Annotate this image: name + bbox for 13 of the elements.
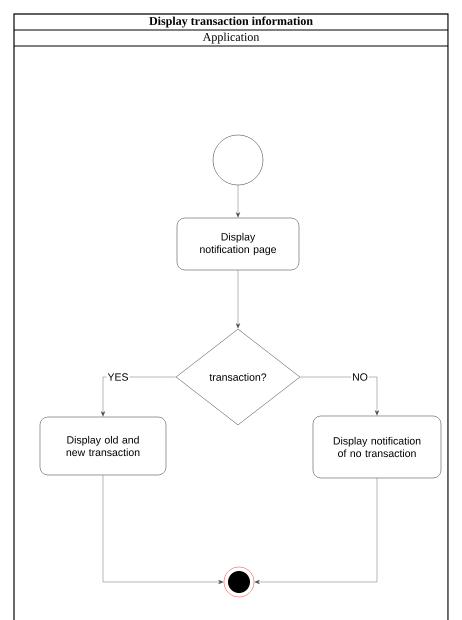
edge-label: YES [106, 372, 130, 382]
start-node [212, 134, 264, 186]
arrow [100, 376, 176, 416]
activity-box: Display notification of no transaction [312, 416, 442, 478]
arrow [300, 376, 380, 416]
end-node [224, 566, 254, 598]
activity-box: Display old and new transaction [40, 416, 166, 476]
arrow [254, 478, 378, 584]
arrow [236, 185, 240, 218]
arrow [236, 270, 240, 328]
arrow [102, 475, 224, 584]
edge-label: NO [351, 372, 369, 382]
activity-box: Display notification page [176, 218, 300, 270]
